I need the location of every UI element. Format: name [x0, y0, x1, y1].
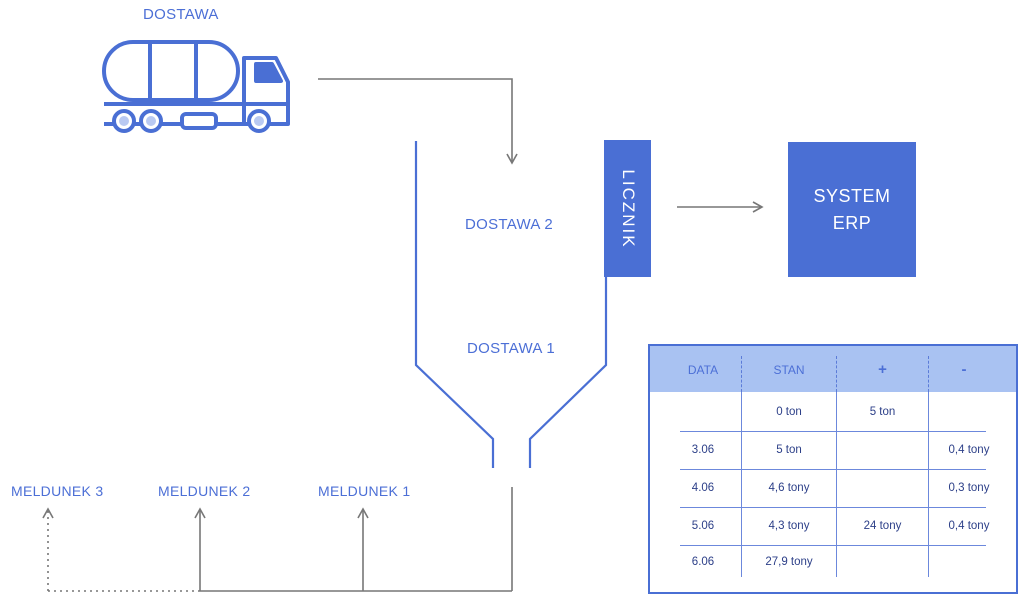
header-stan: STAN: [773, 363, 805, 377]
table-cell: [837, 543, 928, 581]
table-cell: [837, 431, 928, 469]
table-cell: 4,6 tony: [768, 482, 810, 494]
table-row: 5.06 4,3 tony 24 tony 0,4 tony: [650, 507, 1016, 545]
dostawa-label: DOSTAWA: [143, 6, 219, 23]
table-cell: 5 ton: [869, 406, 896, 418]
table-header: DATA STAN + -: [650, 346, 1016, 392]
meldunek2-label: MELDUNEK 2: [158, 483, 251, 499]
output-lines: [194, 487, 513, 592]
table-cell: 5.06: [691, 520, 715, 532]
header-minus: -: [961, 361, 967, 378]
delivery-arrow: [318, 78, 518, 165]
table-cell: [668, 393, 738, 431]
table-cell: 0 ton: [776, 406, 802, 418]
tanker-truck-icon: [102, 40, 290, 133]
table-cell: 3.06: [691, 444, 715, 456]
output-line-dotted: [42, 507, 200, 592]
table-row: 3.06 5 ton 0,4 tony: [650, 431, 1016, 469]
table-cell: 0,4 tony: [948, 520, 990, 532]
table-cell: 4.06: [691, 482, 715, 494]
table-cell: 5 ton: [776, 444, 802, 456]
table-cell: [837, 469, 928, 507]
silo-right-wall: [528, 141, 608, 468]
table-cell: [929, 543, 1009, 581]
licznik-box: LICZNIK: [604, 140, 651, 277]
system-erp-box: SYSTEM ERP: [788, 142, 916, 277]
table-cell: 24 tony: [863, 520, 902, 532]
table-row: 6.06 27,9 tony: [650, 543, 1016, 581]
header-data: DATA: [687, 363, 719, 377]
system-erp-label-line2: ERP: [832, 212, 872, 233]
table-cell: 0,4 tony: [948, 444, 990, 456]
meldunek3-label: MELDUNEK 3: [11, 483, 104, 499]
table-cell: 6.06: [691, 556, 715, 568]
table-cell: [929, 393, 1009, 431]
header-plus: +: [878, 361, 887, 378]
dostawa1-label: DOSTAWA 1: [467, 340, 555, 357]
silo-left-wall: [414, 141, 495, 468]
table-row: 4.06 4,6 tony 0,3 tony: [650, 469, 1016, 507]
table-cell: 27,9 tony: [765, 556, 813, 568]
table-cell: 0,3 tony: [948, 482, 990, 494]
table-cell: 4,3 tony: [768, 520, 810, 532]
meldunek1-label: MELDUNEK 1: [318, 483, 411, 499]
stock-table: DATA STAN + - 0 ton 5 ton 3.06 5 ton 0,4…: [648, 344, 1018, 594]
system-erp-label-line1: SYSTEM: [813, 185, 891, 206]
licznik-label: LICZNIK: [618, 168, 638, 249]
table-row: 0 ton 5 ton: [650, 393, 1016, 431]
dostawa2-label: DOSTAWA 2: [465, 216, 553, 233]
